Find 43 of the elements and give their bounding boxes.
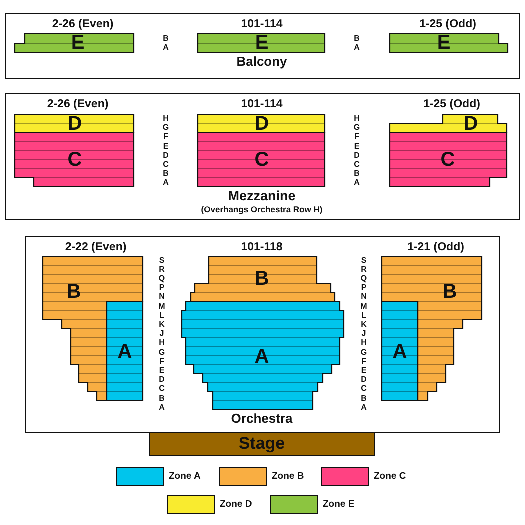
seat-range: 1-21 (Odd) bbox=[408, 242, 464, 254]
zone-letter: B bbox=[66, 284, 82, 300]
zone-letter: E bbox=[437, 35, 451, 51]
zone-letter: E bbox=[71, 35, 85, 51]
legend-label: Zone D bbox=[220, 499, 252, 510]
zone-letter: D bbox=[464, 116, 478, 132]
row-letters: B A bbox=[163, 33, 169, 52]
zone-letter: A bbox=[392, 344, 408, 360]
level-name: Orchestra bbox=[231, 412, 293, 426]
level-panel bbox=[5, 13, 520, 79]
legend-label: Zone B bbox=[272, 471, 304, 482]
seat-range: 2-26 (Even) bbox=[52, 18, 114, 32]
level-panel bbox=[5, 93, 520, 220]
zone-letter: C bbox=[254, 152, 270, 168]
seat-range: 101-114 bbox=[241, 98, 283, 112]
seat-range: 1-25 (Odd) bbox=[420, 18, 476, 32]
row-letters: H G F E D C B A bbox=[354, 114, 360, 188]
seat-range: 1-25 (Odd) bbox=[424, 98, 480, 112]
row-letters: H G F E D C B A bbox=[162, 114, 170, 188]
level-name: Mezzanine bbox=[228, 190, 296, 204]
stage: Stage bbox=[149, 432, 375, 456]
seat-range: 101-118 bbox=[241, 242, 283, 254]
legend-label: Zone A bbox=[169, 471, 201, 482]
row-letters: S R Q P N M L K J H G F E D C B A bbox=[158, 255, 166, 412]
seat-range: 101-114 bbox=[241, 18, 283, 32]
level-name: Balcony bbox=[236, 54, 288, 70]
level-note: (Overhangs Orchestra Row H) bbox=[201, 205, 323, 215]
zone-letter: C bbox=[68, 152, 82, 168]
seat-range: 2-22 (Even) bbox=[65, 242, 127, 254]
row-letters: S R Q P N M L K J H G F E D C B A bbox=[360, 255, 368, 412]
legend-label: Zone E bbox=[323, 499, 355, 510]
zone-letter: E bbox=[255, 35, 269, 51]
zone-letter: B bbox=[442, 284, 458, 300]
row-letters: B A bbox=[354, 33, 360, 52]
zone-letter: C bbox=[440, 152, 456, 168]
legend-label: Zone C bbox=[374, 471, 406, 482]
zone-letter: D bbox=[68, 116, 82, 132]
zone-letter: B bbox=[254, 271, 270, 287]
seat-range: 2-26 (Even) bbox=[47, 98, 109, 112]
zone-letter: A bbox=[254, 349, 270, 365]
zone-letter: A bbox=[118, 344, 132, 360]
level-panel bbox=[25, 236, 500, 433]
zone-letter: D bbox=[254, 116, 270, 132]
